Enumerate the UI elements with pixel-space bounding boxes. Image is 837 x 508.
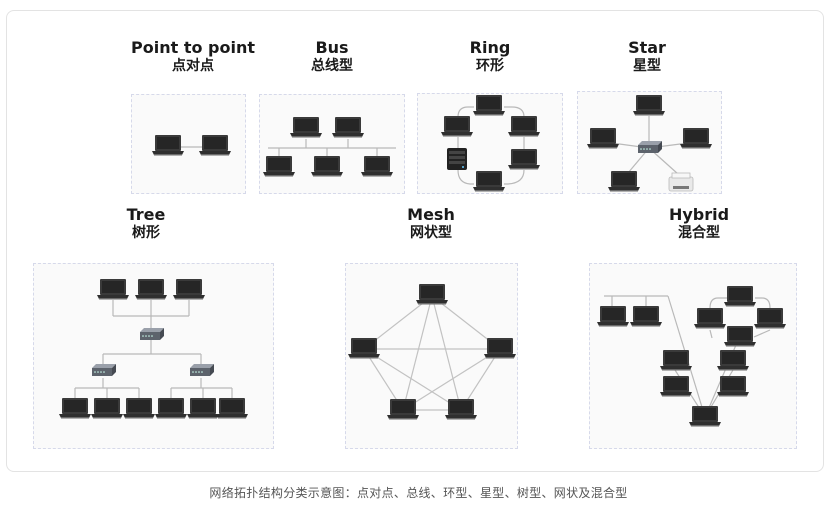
laptop-icon [263,156,295,177]
switch-icon [638,141,662,153]
laptop-icon [187,398,219,419]
laptop-icon [199,135,231,156]
title-point-to-point: Point to point 点对点 [113,38,273,76]
laptop-icon [332,117,364,138]
mesh-links [363,295,501,411]
title-en: Ring [469,38,511,57]
laptop-icon [348,338,380,359]
title-cn: 环形 [476,58,504,74]
laptop-icon [361,156,393,177]
laptop-icon [724,286,756,307]
title-cn: 总线型 [311,58,353,74]
title-en: Star [628,38,666,57]
laptop-icon [173,279,205,300]
laptop-icon [660,376,692,397]
laptop-icon [97,279,129,300]
laptop-icon [473,95,505,116]
laptop-icon [155,398,187,419]
title-cn: 点对点 [172,58,214,74]
laptop-icon [724,326,756,347]
title-en: Hybrid [668,205,730,224]
laptop-icon [717,376,749,397]
laptop-icon [660,350,692,371]
title-ring: Ring 环形 [410,38,570,76]
tree-links [74,300,233,398]
title-en: Mesh [407,205,455,224]
laptop-icon [680,128,712,149]
title-mesh: Mesh 网状型 [351,205,511,243]
laptop-icon [441,116,473,137]
bus-links [268,139,396,157]
laptop-icon [597,306,629,327]
title-bus: Bus 总线型 [252,38,412,76]
title-hybrid: Hybrid 混合型 [619,205,779,243]
laptop-icon [216,398,248,419]
laptop-icon [311,156,343,177]
title-cn: 网状型 [410,225,452,241]
laptop-icon [59,398,91,419]
switch-icon [140,328,164,340]
switch-icon [92,364,116,376]
panel-bus [259,94,405,194]
laptop-icon [587,128,619,149]
laptop-icon [473,171,505,192]
printer-icon [668,172,694,192]
switch-icon [190,364,214,376]
laptop-icon [694,308,726,329]
ring-links [457,106,525,185]
title-cn: 星型 [633,58,661,74]
figure-caption: 网络拓扑结构分类示意图：点对点、总线、环型、星型、树型、网状及混合型 [209,486,628,500]
laptop-icon [123,398,155,419]
laptop-icon [508,116,540,137]
laptop-icon [717,350,749,371]
title-en: Tree [126,205,166,224]
laptop-icon [445,399,477,420]
laptop-icon [754,308,786,329]
laptop-icon [91,398,123,419]
laptop-icon [152,135,184,156]
title-star: Star 星型 [567,38,727,76]
laptop-icon [290,117,322,138]
title-en: Point to point [131,38,255,57]
laptop-icon [508,149,540,170]
laptop-icon [608,171,640,192]
laptop-icon [387,399,419,420]
title-cn: 树形 [132,225,160,241]
laptop-icon [135,279,167,300]
laptop-icon [630,306,662,327]
title-cn: 混合型 [678,225,720,241]
server-icon [447,148,467,170]
title-en: Bus [315,38,349,57]
laptop-icon [633,95,665,116]
laptop-icon [484,338,516,359]
laptop-icon [416,284,448,305]
title-tree: Tree 树形 [66,205,226,243]
laptop-icon [689,406,721,427]
